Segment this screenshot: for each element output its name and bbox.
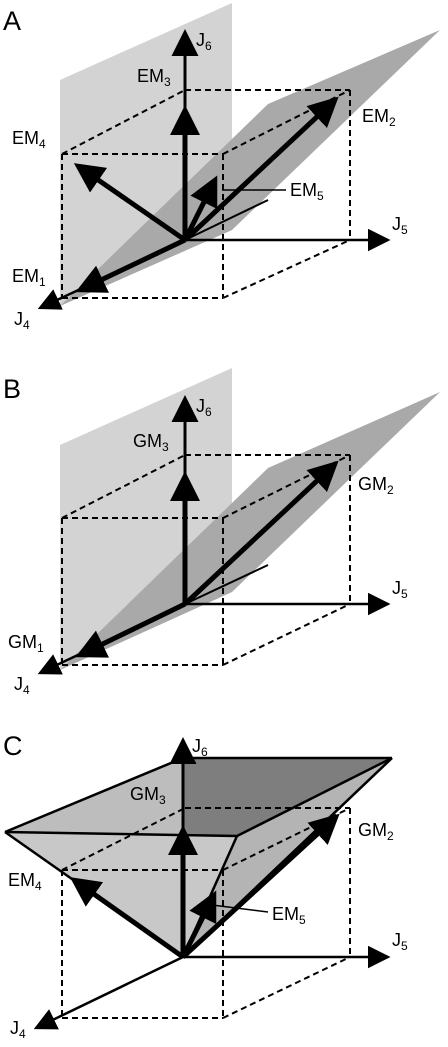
panel-a-label-v5: EM5 xyxy=(290,180,324,203)
panel-c-dashed-box xyxy=(61,807,351,1019)
panel-a-vector-1 xyxy=(75,237,187,293)
panel-a-dashed-box xyxy=(61,89,351,299)
panel-a-label-j5: J5 xyxy=(392,214,408,237)
panel-c-label-v3: GM3 xyxy=(130,784,166,807)
panel-b-letter: B xyxy=(3,374,21,404)
panel-a: A J6 J5 J4 EM3 EM2 EM4 EM5 EM1 xyxy=(3,3,440,332)
panel-b-vector-1 xyxy=(75,601,187,658)
panel-b-label-v2: GM2 xyxy=(358,474,394,497)
panel-b-dashed-box xyxy=(61,454,351,666)
panel-c-letter: C xyxy=(3,731,23,761)
panel-c-label-j5: J5 xyxy=(392,930,408,953)
panel-a-vector-5 xyxy=(182,175,218,242)
panel-b-vector-2 xyxy=(183,460,339,606)
panel-c-pyramid-back-face xyxy=(183,758,392,836)
panel-a-vector-2 xyxy=(183,96,339,242)
panel-c-vector-4 xyxy=(69,877,185,960)
panel-c-vector-5 xyxy=(180,890,217,959)
panel-a-plane-edge xyxy=(184,199,269,241)
panel-c-vector-2 xyxy=(181,813,340,959)
panel-a-label-j4: J4 xyxy=(14,309,30,332)
panel-a-label-v2: EM2 xyxy=(362,106,396,129)
panel-a-label-v1: EM1 xyxy=(12,266,46,289)
panel-c-label-v2: GM2 xyxy=(358,820,394,843)
panel-b-label-v3: GM3 xyxy=(133,431,169,454)
panel-a-label-v4: EM4 xyxy=(12,128,46,151)
panel-b-label-v1: GM1 xyxy=(8,632,44,655)
panel-b-label-j5: J5 xyxy=(392,578,408,601)
panel-a-letter: A xyxy=(3,6,21,36)
panel-a-label-j6: J6 xyxy=(196,30,212,53)
panel-c-axis-j4 xyxy=(33,955,184,1030)
panel-c-label-j4: J4 xyxy=(10,1018,26,1041)
panel-b: B J6 J5 J4 GM3 GM2 GM1 xyxy=(3,368,440,697)
panel-b-plane-edge xyxy=(184,564,269,605)
panel-c: C xyxy=(3,731,408,1041)
panel-c-label-v4: EM4 xyxy=(8,870,42,893)
panel-a-vector-4 xyxy=(73,163,187,243)
panel-a-label-v3: EM3 xyxy=(137,66,171,89)
panel-b-diagonal-plane xyxy=(60,392,440,670)
panel-a-diagonal-plane xyxy=(60,30,440,306)
panel-b-label-j4: J4 xyxy=(14,674,30,697)
panel-c-label-v5: EM5 xyxy=(272,904,306,927)
panel-b-label-j6: J6 xyxy=(196,396,212,419)
panel-c-pyramid-front-face xyxy=(5,832,237,957)
panel-c-label-j6: J6 xyxy=(192,736,208,759)
panel-c-leader-5 xyxy=(211,904,269,913)
